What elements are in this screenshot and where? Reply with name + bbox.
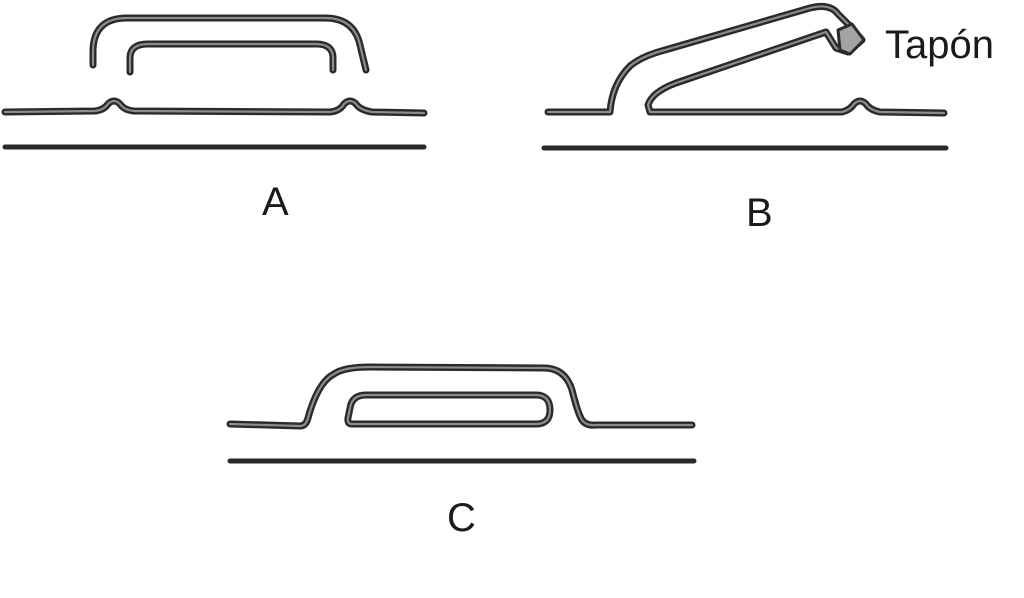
plug-label: Tapón	[885, 23, 994, 67]
figure-b: Tapón B	[541, 3, 994, 235]
figure-c-outer-band	[226, 363, 696, 430]
figure-c-label: C	[447, 496, 476, 540]
figure-a-label: A	[262, 180, 289, 224]
figure-b-flap	[544, 3, 948, 117]
figure-b-label: B	[746, 191, 773, 235]
figure-c-inner-loop	[344, 391, 554, 428]
figure-a-inner-arc	[126, 40, 337, 76]
plug-shape	[836, 22, 866, 56]
figure-a-skin-surface	[1, 97, 428, 117]
figure-c: C	[226, 363, 697, 540]
figure-a-outer-arc	[89, 14, 370, 74]
figure-a: A	[1, 14, 428, 224]
